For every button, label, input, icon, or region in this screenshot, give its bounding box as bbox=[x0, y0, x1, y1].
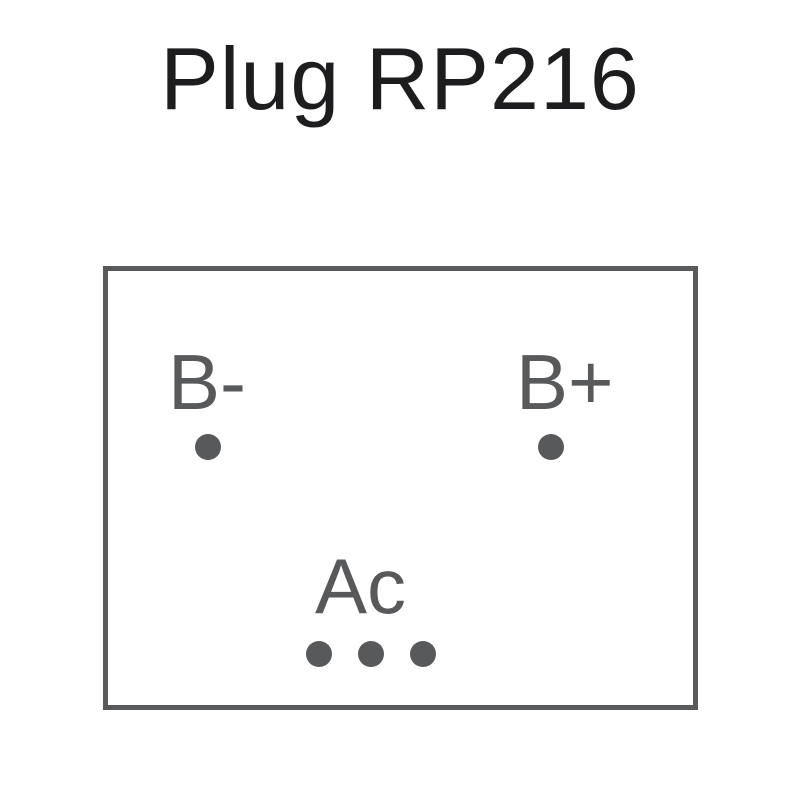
plug-outline: B- B+ Ac bbox=[103, 266, 698, 710]
pin-label-b-plus: B+ bbox=[516, 338, 614, 426]
pin-label-b-minus: B- bbox=[168, 338, 246, 426]
page-title: Plug RP216 bbox=[160, 29, 640, 128]
pin-dot-b-plus bbox=[538, 434, 564, 460]
pin-label-ac: Ac bbox=[315, 542, 407, 630]
pin-dot-ac-2 bbox=[358, 641, 384, 667]
pin-dot-ac-3 bbox=[410, 641, 436, 667]
pin-dots-ac-group bbox=[306, 641, 436, 667]
pin-dot-ac-1 bbox=[306, 641, 332, 667]
pin-dot-b-minus bbox=[195, 434, 221, 460]
